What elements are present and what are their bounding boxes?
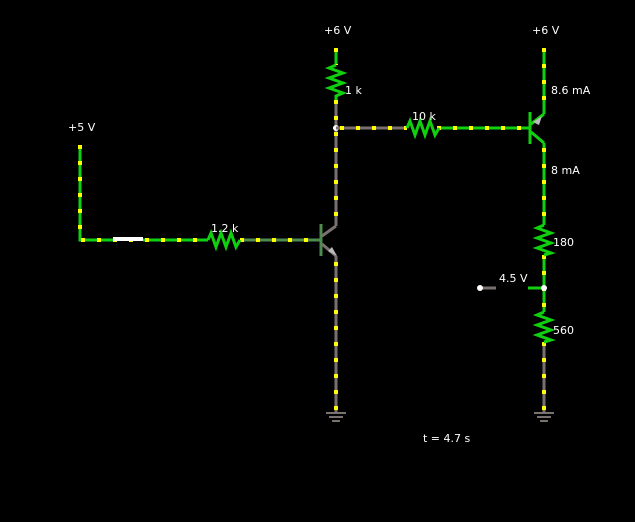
switch[interactable] xyxy=(113,237,143,241)
label-r-180: 180 xyxy=(553,236,574,249)
label-r-coupling: 10 k xyxy=(412,110,436,123)
resistor-180[interactable] xyxy=(532,223,556,257)
label-current-collector: 8 mA xyxy=(551,164,580,177)
wire-input[interactable] xyxy=(78,145,320,242)
voltage-probe[interactable] xyxy=(477,285,496,291)
wire-right-column[interactable] xyxy=(528,48,546,412)
resistor-1k[interactable] xyxy=(324,63,348,100)
simulation-time: t = 4.7 s xyxy=(423,432,471,445)
npn-transistor[interactable] xyxy=(319,224,337,258)
resistor-10k[interactable] xyxy=(405,116,441,140)
resistor-560[interactable] xyxy=(532,310,556,344)
label-vsrc-right: +6 V xyxy=(532,24,560,37)
pnp-transistor[interactable] xyxy=(528,112,545,145)
label-r-collector: 1 k xyxy=(345,84,362,97)
ground-symbol-left xyxy=(326,412,346,422)
label-r-base: 1.2 k xyxy=(211,222,239,235)
resistor-1-2k[interactable] xyxy=(206,228,242,252)
label-probe-voltage: 4.5 V xyxy=(499,272,528,285)
label-vsrc-left: +5 V xyxy=(68,121,96,134)
node[interactable] xyxy=(541,285,547,291)
label-r-560: 560 xyxy=(553,324,574,337)
label-current-emitter: 8.6 mA xyxy=(551,84,591,97)
label-vsrc-mid: +6 V xyxy=(324,24,352,37)
ground-symbol-right xyxy=(534,412,554,422)
